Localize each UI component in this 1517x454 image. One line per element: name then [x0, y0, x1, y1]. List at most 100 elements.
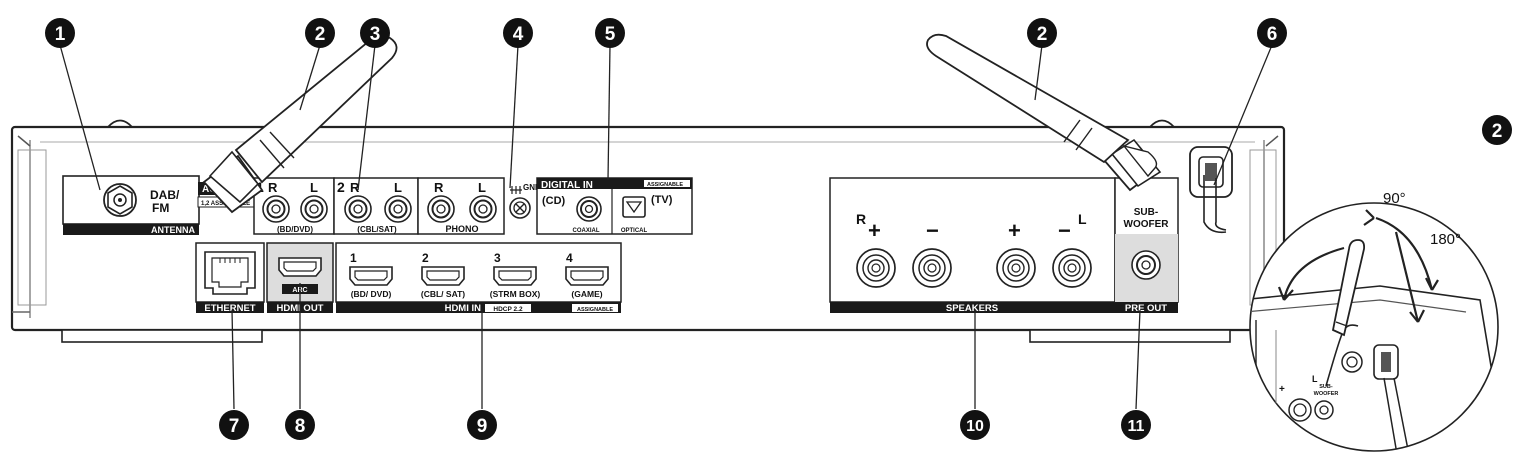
gnd-label: GND [523, 183, 541, 192]
phono-l-jack[interactable] [469, 195, 497, 223]
callout-7: 7 [219, 410, 249, 440]
speaker-r-minus: − [926, 218, 939, 243]
callout-2a-number: 2 [315, 24, 326, 45]
speakers-label: SPEAKERS [946, 303, 998, 314]
ethernet-label: ETHERNET [204, 303, 255, 314]
speaker-r-minus-terminal[interactable] [912, 248, 952, 288]
digital-in-tv-label: (TV) [651, 194, 673, 206]
ethernet-section: ETHERNET [195, 242, 265, 314]
callout-11-number: 11 [1128, 418, 1145, 435]
dab-fm-antenna-jack[interactable] [103, 183, 137, 217]
audio-in-1-r-jack[interactable] [262, 195, 290, 223]
callout-10: 10 [960, 410, 990, 440]
power-cord [1189, 146, 1233, 234]
speaker-l-minus-terminal[interactable] [1052, 248, 1092, 288]
subwoofer-pre-out-jack[interactable] [1131, 250, 1161, 280]
callout-2a: 2 [305, 18, 335, 48]
hdmi-in-3-number: 3 [494, 251, 501, 265]
hdmi-in-1-name: (BD/ DVD) [351, 289, 392, 299]
detail-sub-label-2: WOOFER [1314, 391, 1339, 397]
audio-in-1-l-jack[interactable] [300, 195, 328, 223]
phono-name: PHONO [445, 224, 478, 234]
phono-r: R [434, 180, 444, 195]
hdmi-in-section: HDMI IN HDCP 2.2 ASSIGNABLE 1 (BD/ DVD) … [335, 242, 622, 314]
callout-7-number: 7 [229, 416, 240, 437]
phono-l: L [478, 180, 486, 195]
callout-10-number: 10 [966, 418, 984, 435]
detail-sub-label-1: SUB- [1319, 384, 1333, 390]
audio-in-2-name: (CBL/SAT) [357, 225, 397, 234]
audio-in-2-r: R [350, 180, 360, 195]
ethernet-port[interactable] [204, 251, 256, 295]
optical-label: OPTICAL [621, 228, 648, 234]
hdmi-in-2-number: 2 [422, 251, 429, 265]
antenna-rotation-detail: SUB- WOOFER L + 90° 180° [1249, 190, 1499, 452]
dab-label: DAB/ [150, 188, 180, 202]
hdmi-out-port[interactable] [278, 257, 322, 277]
optical-jack[interactable] [622, 196, 646, 218]
callout-5: 5 [595, 18, 625, 48]
audio-in-1-name: (BD/DVD) [277, 225, 313, 234]
hdmi-in-label: HDMI IN [445, 303, 482, 314]
callout-2c: 2 [1482, 115, 1512, 145]
callout-8-number: 8 [295, 416, 306, 437]
audio-in-2-l: L [394, 180, 402, 195]
angle-90-label: 90° [1383, 190, 1406, 207]
hdmi-in-2-name: (CBL/ SAT) [421, 289, 465, 299]
audio-in-2-l-jack[interactable] [384, 195, 412, 223]
digital-in-title: DIGITAL IN [541, 180, 593, 191]
hdmi-in-assignable-badge: ASSIGNABLE [577, 307, 613, 313]
detail-plus-label: + [1279, 384, 1285, 395]
callout-6: 6 [1257, 18, 1287, 48]
coaxial-jack[interactable] [576, 196, 602, 222]
callout-4: 4 [503, 18, 533, 48]
callout-leaders [59, 44, 1273, 410]
speaker-r-plus: + [868, 218, 881, 243]
callout-2b-number: 2 [1037, 24, 1048, 45]
hdmi-in-2-port[interactable] [421, 266, 465, 286]
coaxial-label: COAXIAL [573, 228, 600, 234]
callout-3-number: 3 [370, 24, 381, 45]
hdmi-in-3-name: (STRM BOX) [490, 289, 541, 299]
detail-l-label: L [1312, 374, 1318, 384]
speaker-l-plus-terminal[interactable] [996, 248, 1036, 288]
gnd-terminal[interactable]: GND [509, 183, 541, 219]
audio-in-2-number: 2 [337, 179, 345, 195]
callout-3: 3 [360, 18, 390, 48]
speaker-l-plus: + [1008, 218, 1021, 243]
hdmi-in-4-number: 4 [566, 251, 573, 265]
wireless-antenna-left[interactable] [202, 34, 398, 214]
hdmi-in-1-port[interactable] [349, 266, 393, 286]
speaker-l-minus: − [1058, 218, 1071, 243]
callout-8: 8 [285, 410, 315, 440]
audio-in-1-l: L [310, 180, 318, 195]
callout-2b: 2 [1027, 18, 1057, 48]
callout-11: 11 [1121, 410, 1151, 440]
callout-4-number: 4 [513, 24, 524, 45]
wireless-antenna-right[interactable] [926, 33, 1162, 192]
audio-in-2-r-jack[interactable] [344, 195, 372, 223]
callout-1-number: 1 [55, 24, 66, 45]
digital-in-cd-label: (CD) [542, 195, 566, 207]
callout-5-number: 5 [605, 24, 616, 45]
hdmi-in-3-port[interactable] [493, 266, 537, 286]
speaker-l-label: L [1078, 211, 1087, 227]
angle-180-label: 180° [1430, 231, 1461, 248]
speaker-r-plus-terminal[interactable] [856, 248, 896, 288]
speaker-r-label: R [856, 211, 866, 227]
hdcp-label: HDCP 2.2 [493, 306, 523, 313]
audio-in-1-r: R [268, 180, 278, 195]
callout-1: 1 [45, 18, 75, 48]
subwoofer-section: SUB- WOOFER PRE OUT [1114, 177, 1179, 314]
digital-in-assignable-badge: ASSIGNABLE [647, 182, 683, 188]
hdmi-in-4-port[interactable] [565, 266, 609, 286]
hdmi-in-1-number: 1 [350, 251, 357, 265]
speakers-section: SPEAKERS R + − + − L [829, 177, 1116, 314]
antenna-section: ANTENNA DAB/ FM [62, 175, 200, 235]
phono-r-jack[interactable] [427, 195, 455, 223]
callout-6-number: 6 [1267, 24, 1278, 45]
callout-9: 9 [467, 410, 497, 440]
pre-out-label: PRE OUT [1125, 303, 1167, 314]
hdmi-in-4-name: (GAME) [571, 289, 602, 299]
